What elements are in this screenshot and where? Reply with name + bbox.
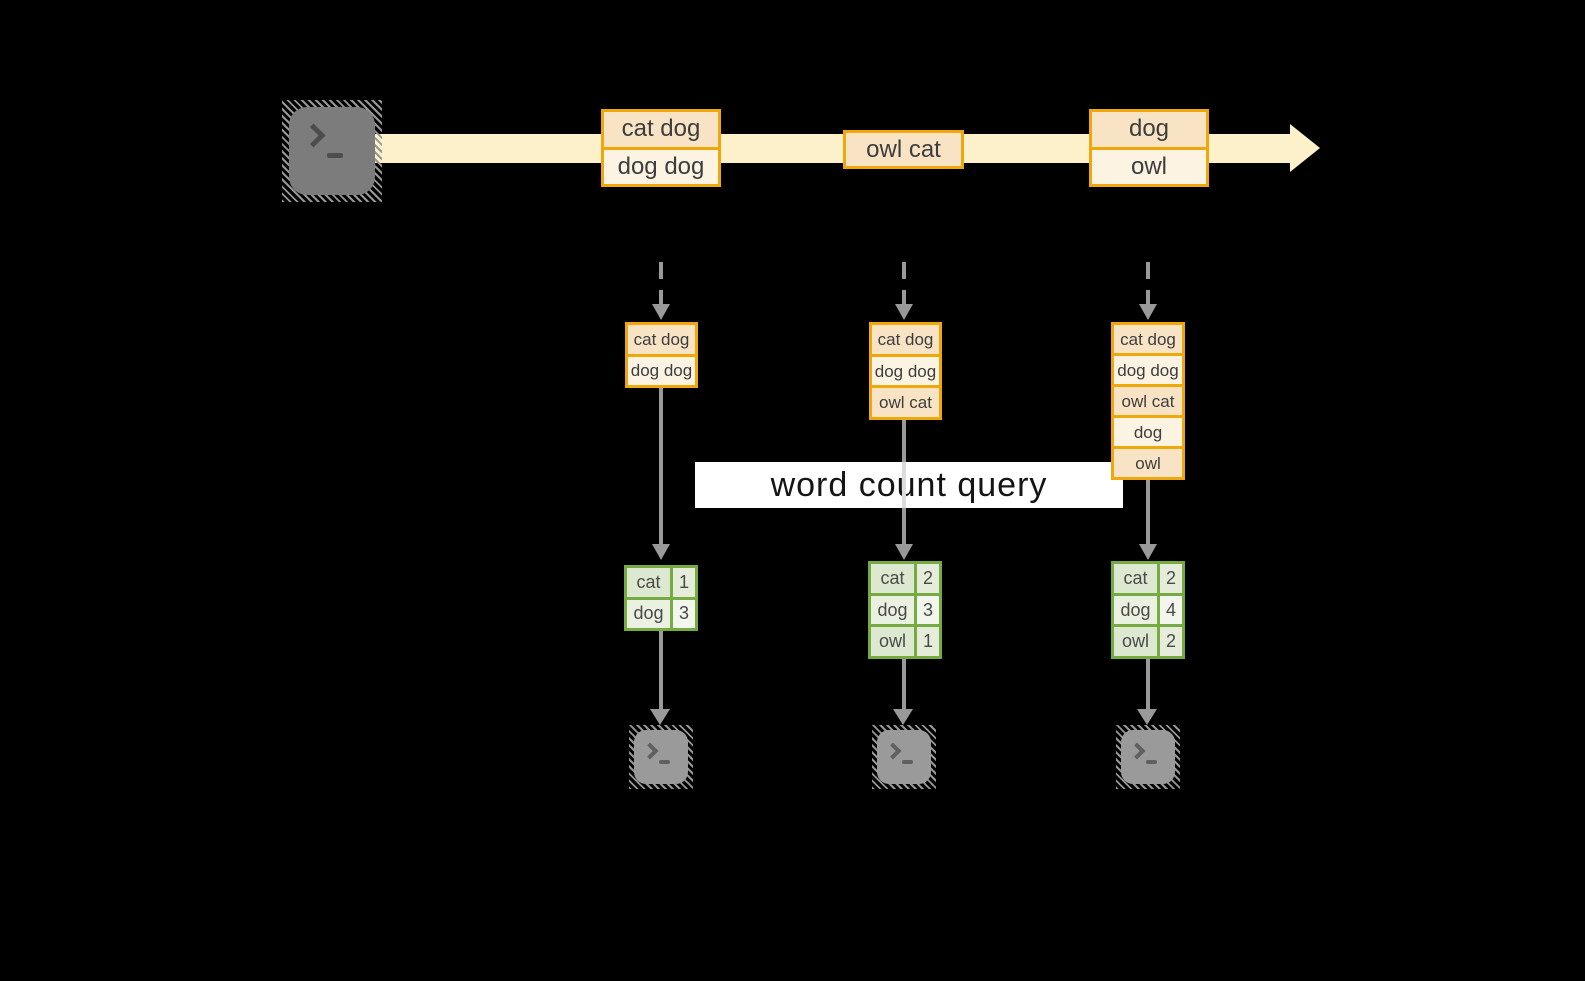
prompt-underscore-icon — [659, 760, 670, 764]
terminal-icon — [872, 725, 936, 789]
buffer-row: dog — [1114, 418, 1182, 446]
table-row: dog 3 — [627, 599, 695, 628]
buffer-row: dog dog — [872, 356, 939, 386]
count-cell: 1 — [673, 568, 695, 597]
word-cell: owl — [1114, 627, 1157, 657]
terminal-icon — [1116, 725, 1180, 789]
down-arrow-icon — [659, 388, 663, 544]
table-row: dog 3 — [871, 595, 939, 625]
buffer-row: owl — [1114, 449, 1182, 477]
count-cell: 2 — [1160, 627, 1182, 657]
word-cell: dog — [871, 595, 914, 625]
count-table-1: cat 1 dog 3 — [624, 565, 698, 631]
count-cell: 4 — [1160, 595, 1182, 625]
down-arrowhead-icon — [1139, 544, 1157, 560]
buffer-row: dog dog — [1114, 356, 1182, 384]
prompt-chevron-icon — [301, 123, 326, 148]
terminal-body — [1121, 730, 1175, 784]
down-arrowhead-icon — [650, 709, 670, 725]
word-cell: dog — [1114, 595, 1157, 625]
table-row: cat 2 — [1114, 564, 1182, 593]
prompt-chevron-icon — [884, 742, 902, 760]
dashed-arrowhead-icon — [1139, 304, 1157, 320]
count-cell: 2 — [917, 564, 939, 593]
event-row: cat dog — [604, 112, 718, 147]
table-row: cat 2 — [871, 564, 939, 593]
count-cell: 3 — [917, 595, 939, 625]
buffer-row: cat dog — [628, 325, 695, 354]
event-row: dog dog — [604, 149, 718, 184]
buffer-row: cat dog — [872, 325, 939, 354]
dashed-arrow-icon — [902, 262, 906, 304]
stream-event-box-1: cat dog dog dog — [601, 109, 721, 187]
stream-event-box-3: dog owl — [1089, 109, 1209, 187]
buffer-row: dog dog — [628, 356, 695, 385]
count-cell: 2 — [1160, 564, 1182, 593]
buffer-row: cat dog — [1114, 325, 1182, 353]
terminal-body — [877, 730, 931, 784]
count-cell: 1 — [917, 627, 939, 657]
stream-event-box-2: owl cat — [843, 130, 964, 169]
down-arrowhead-icon — [893, 709, 913, 725]
word-cell: cat — [627, 568, 670, 597]
table-row: owl 2 — [1114, 627, 1182, 657]
down-arrow-icon — [902, 659, 906, 709]
terminal-icon — [629, 725, 693, 789]
prompt-underscore-icon — [327, 153, 343, 158]
dashed-arrow-icon — [659, 262, 663, 304]
down-arrow-icon — [659, 631, 663, 709]
query-label: word count query — [770, 465, 1048, 504]
event-row: dog — [1092, 112, 1206, 147]
down-arrow-icon — [1146, 659, 1150, 709]
stream-arrowhead-icon — [1290, 124, 1320, 172]
down-arrow-icon — [1146, 480, 1150, 544]
buffer-box-3: cat dog dog dog owl cat dog owl — [1111, 322, 1185, 480]
arrow-showthrough — [902, 462, 906, 508]
buffer-box-2: cat dog dog dog owl cat — [869, 322, 942, 420]
dashed-arrowhead-icon — [895, 304, 913, 320]
buffer-box-1: cat dog dog dog — [625, 322, 698, 388]
word-cell: dog — [627, 599, 670, 628]
down-arrowhead-icon — [652, 544, 670, 560]
dashed-arrowhead-icon — [652, 304, 670, 320]
table-row: dog 4 — [1114, 595, 1182, 625]
word-cell: owl — [871, 627, 914, 657]
prompt-underscore-icon — [902, 760, 913, 764]
prompt-chevron-icon — [1128, 742, 1146, 760]
count-table-3: cat 2 dog 4 owl 2 — [1111, 561, 1185, 659]
down-arrowhead-icon — [895, 544, 913, 560]
word-cell: cat — [871, 564, 914, 593]
buffer-row: owl cat — [872, 388, 939, 418]
prompt-underscore-icon — [1146, 760, 1157, 764]
down-arrowhead-icon — [1137, 709, 1157, 725]
terminal-body — [634, 730, 688, 784]
table-row: cat 1 — [627, 568, 695, 597]
terminal-icon — [282, 100, 382, 202]
table-row: owl 1 — [871, 627, 939, 657]
event-row: owl — [1092, 149, 1206, 184]
query-label-band: word count query — [695, 462, 1123, 508]
count-table-2: cat 2 dog 3 owl 1 — [868, 561, 942, 659]
word-cell: cat — [1114, 564, 1157, 593]
event-row: owl cat — [846, 133, 961, 166]
dashed-arrow-icon — [1146, 262, 1150, 304]
count-cell: 3 — [673, 599, 695, 628]
prompt-chevron-icon — [641, 742, 659, 760]
terminal-body — [289, 107, 375, 195]
buffer-row: owl cat — [1114, 387, 1182, 415]
